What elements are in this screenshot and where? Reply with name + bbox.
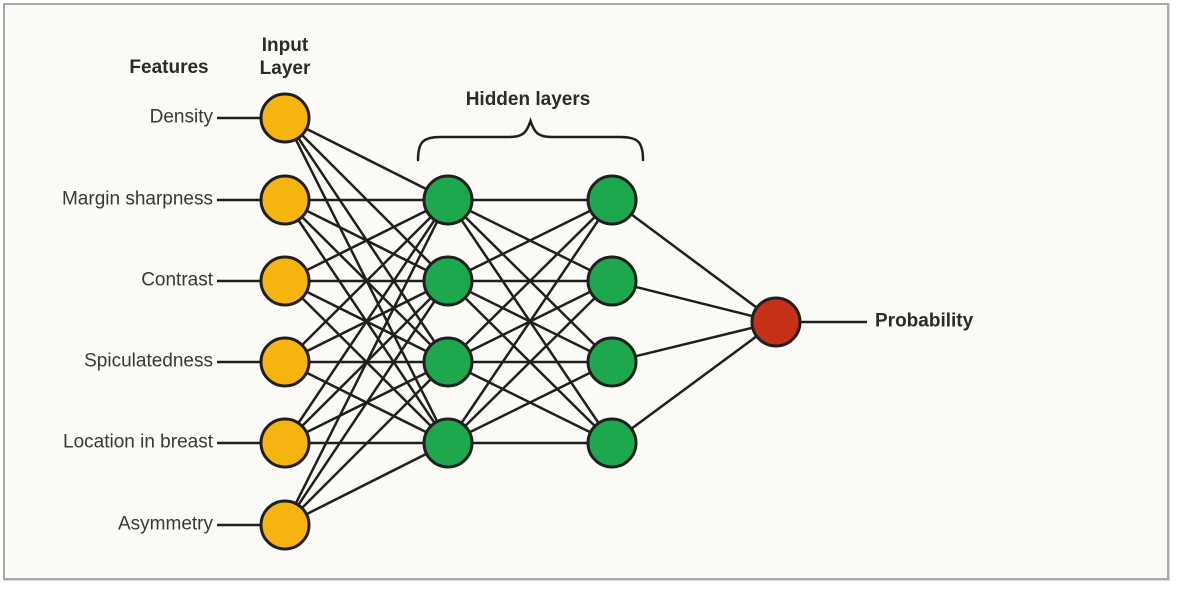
edge-input-hidden1 bbox=[284, 361, 449, 526]
input-layer-heading: Input Layer bbox=[259, 35, 311, 79]
edge-hidden1-hidden2 bbox=[446, 199, 614, 444]
hidden1-node-0 bbox=[422, 174, 474, 226]
hidden1-node-1 bbox=[422, 255, 474, 307]
input-node-4 bbox=[259, 417, 311, 469]
edge-hidden1-hidden2 bbox=[447, 360, 613, 445]
hidden2-node-3 bbox=[586, 417, 638, 469]
edge-input-hidden1 bbox=[283, 199, 450, 526]
edge-input-hidden1 bbox=[283, 199, 450, 444]
hidden2-node-2 bbox=[586, 336, 638, 388]
input-node-2 bbox=[259, 255, 311, 307]
hidden2-node-1 bbox=[586, 255, 638, 307]
edge-hidden2-output bbox=[611, 320, 777, 445]
hidden1-node-2 bbox=[422, 336, 474, 388]
input-node-3 bbox=[259, 336, 311, 388]
feature-label-contrast: Contrast bbox=[141, 269, 213, 291]
feature-label-spiculatedness: Spiculatedness bbox=[84, 350, 213, 372]
output-node bbox=[750, 296, 802, 348]
edge-hidden2-output bbox=[611, 198, 777, 324]
edge-input-hidden1 bbox=[284, 199, 449, 363]
hidden1-node-3 bbox=[422, 417, 474, 469]
hidden2-node-0 bbox=[586, 174, 638, 226]
hidden-layers-heading: Hidden layers bbox=[465, 89, 591, 110]
input-node-5 bbox=[259, 499, 311, 551]
edge-input-hidden1 bbox=[284, 198, 449, 283]
probability-label: Probability bbox=[875, 310, 974, 332]
feature-label-density: Density bbox=[149, 106, 213, 128]
features-heading: Features bbox=[129, 57, 209, 78]
edge-input-hidden1 bbox=[284, 116, 449, 202]
input-node-1 bbox=[259, 174, 311, 226]
edge-hidden1-hidden2 bbox=[447, 199, 613, 363]
hidden-layers-brace bbox=[416, 117, 645, 162]
input-node-0 bbox=[259, 92, 311, 144]
edge-hidden2-output bbox=[611, 320, 777, 364]
edge-hidden1-hidden2 bbox=[447, 198, 613, 283]
feature-label-location-in-breast: Location in breast bbox=[63, 431, 213, 453]
edge-hidden1-hidden2 bbox=[447, 280, 613, 444]
frame-border bbox=[3, 3, 1169, 580]
feature-label-margin-sharpness: Margin sharpness bbox=[61, 188, 213, 210]
edge-input-hidden1 bbox=[283, 280, 450, 526]
feature-label-asymmetry: Asymmetry bbox=[118, 513, 213, 535]
edge-hidden2-output bbox=[611, 279, 777, 324]
edge-input-hidden1 bbox=[284, 441, 449, 527]
